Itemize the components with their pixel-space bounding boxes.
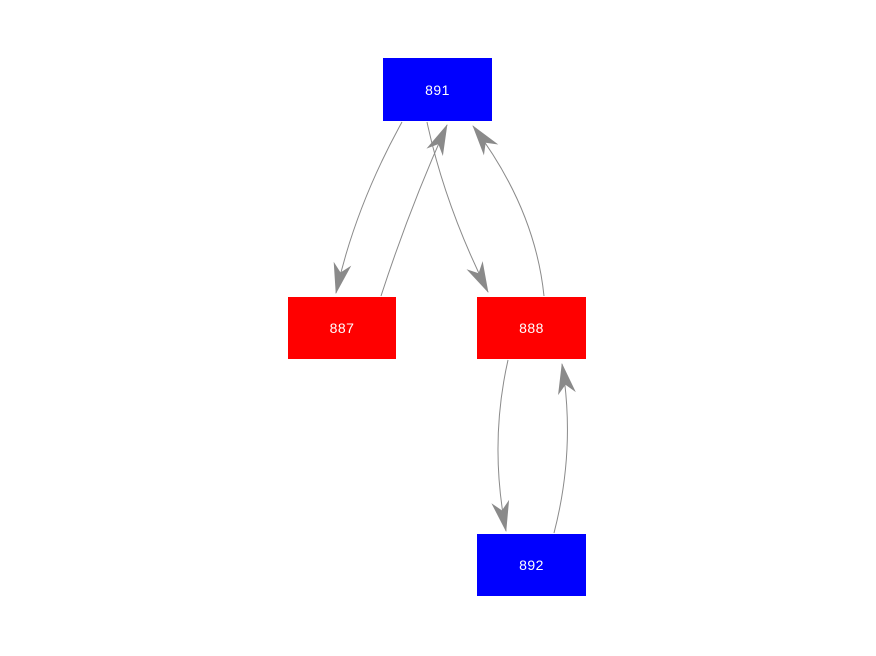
node-888[interactable]: 888 (477, 297, 586, 359)
node-887-label: 887 (329, 320, 355, 336)
node-891[interactable]: 891 (383, 58, 492, 121)
edge-888-to-891 (472, 125, 545, 297)
edge-887-to-891 (380, 124, 448, 297)
edge-888-to-892 (491, 359, 510, 532)
node-892-label: 892 (519, 557, 544, 573)
node-888-label: 888 (519, 320, 544, 336)
node-891-label: 891 (425, 81, 450, 98)
node-887[interactable]: 887 (288, 297, 396, 359)
edge-891-to-887 (333, 121, 403, 294)
edge-892-to-888 (553, 363, 576, 534)
node-892[interactable]: 892 (477, 534, 586, 596)
edge-891-to-888 (426, 121, 489, 293)
